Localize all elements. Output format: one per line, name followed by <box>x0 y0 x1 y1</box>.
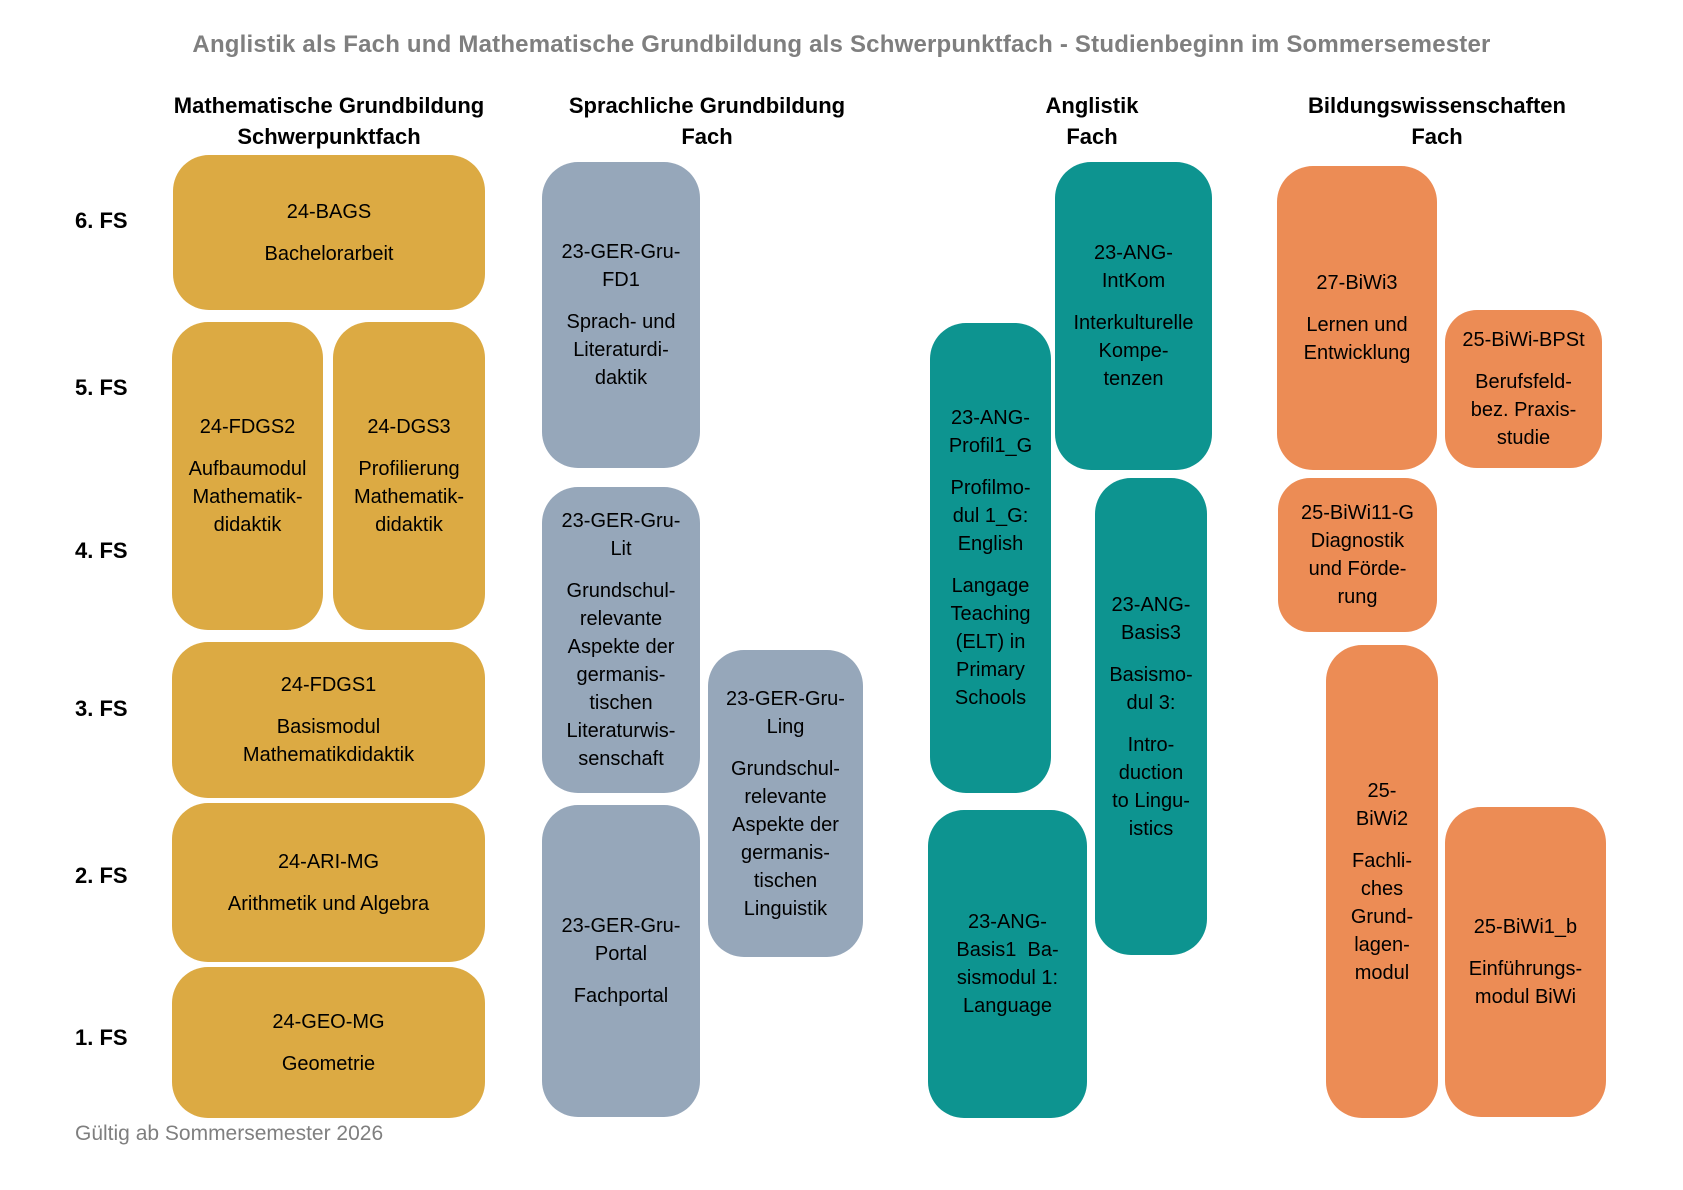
column-header-mathematische-grundbildung: Mathematische Grundbildung Schwerpunktfa… <box>173 93 485 149</box>
module-text: 23-ANG- Basis1 Ba- sismodul 1: Language <box>956 911 1059 1017</box>
module-code: 23-ANG- IntKom <box>1094 242 1173 292</box>
module-title: Berufsfeld- bez. Praxis- studie <box>1470 371 1577 449</box>
semester-label-6-fs: 6. FS <box>75 208 128 233</box>
module-title: Arithmetik und Algebra <box>227 892 430 915</box>
module-box-24-bags: 24-BAGS Bachelorarbeit <box>173 155 485 310</box>
module-code: 23-GER-Gru- Ling <box>726 687 845 738</box>
module-box-27-biwi3: 27-BiWi3 Lernen und Entwicklung <box>1277 166 1437 470</box>
module-code: 25-BiWi-BPSt <box>1462 329 1585 351</box>
module-title: Basismodul Mathematikdidaktik <box>242 716 415 766</box>
module-code: 24-FDGS1 <box>280 674 377 696</box>
semester-label-2-fs: 2. FS <box>75 863 128 888</box>
module-box-23-ger-gru-fd1: 23-GER-Gru- FD1 Sprach- und Literaturdi-… <box>542 162 700 468</box>
module-title: Interkulturelle Kompe- tenzen <box>1073 312 1194 390</box>
module-title2: Langage Teaching (ELT) in Primary School… <box>950 575 1031 709</box>
column-header-sprachliche-grundbildung: Sprachliche Grundbildung Fach <box>568 93 846 149</box>
module-box-23-ang-intkom: 23-ANG- IntKom Interkulturelle Kompe- te… <box>1055 162 1212 470</box>
module-box-25-biwi1-b: 25-BiWi1_b Einführungs- modul BiWi <box>1445 807 1606 1117</box>
module-code: 27-BiWi3 <box>1316 272 1398 294</box>
module-box-24-dgs3: 24-DGS3 Profilierung Mathematik- didakti… <box>333 322 485 630</box>
module-title: Basismo- dul 3: <box>1109 663 1193 714</box>
module-box-23-ger-gru-lit: 23-GER-Gru- Lit Grundschul- relevante As… <box>542 487 700 793</box>
module-box-23-ang-basis1: 23-ANG- Basis1 Ba- sismodul 1: Language <box>928 810 1087 1118</box>
semester-label-1-fs: 1. FS <box>75 1025 128 1050</box>
module-code: 24-GEO-MG <box>272 1010 385 1033</box>
module-box-25-biwi2: 25- BiWi2 Fachli- ches Grund- lagen- mod… <box>1326 645 1438 1118</box>
module-box-25-biwi-bpst: 25-BiWi-BPSt Berufsfeld- bez. Praxis- st… <box>1445 310 1602 468</box>
module-code: 24-FDGS2 <box>199 416 296 438</box>
module-code: 25- BiWi2 <box>1355 779 1409 830</box>
module-title: Lernen und Entwicklung <box>1303 314 1411 364</box>
module-code: 24-DGS3 <box>367 416 451 438</box>
module-text: 25-BiWi11-G Diagnostik und Förde- rung <box>1301 502 1414 608</box>
module-code: 23-GER-Gru- Lit <box>561 510 681 560</box>
module-title: Grundschul- relevante Aspekte der german… <box>731 757 840 920</box>
module-box-23-ang-profil1-g: 23-ANG- Profil1_G Profilmo- dul 1_G: Eng… <box>930 323 1051 793</box>
module-code: 24-ARI-MG <box>277 850 380 873</box>
module-code: 24-BAGS <box>286 200 372 223</box>
module-box-24-fdgs1: 24-FDGS1 Basismodul Mathematikdidaktik <box>172 642 485 798</box>
module-title: Geometrie <box>281 1052 376 1075</box>
module-code: 23-GER-Gru- Portal <box>561 915 681 965</box>
module-title: Profilierung Mathematik- didaktik <box>353 458 465 536</box>
column-header-anglistik: Anglistik Fach <box>1045 93 1139 149</box>
module-title: Fachportal <box>573 985 669 1007</box>
module-box-23-ang-basis3: 23-ANG- Basis3 Basismo- dul 3: Intro- du… <box>1095 478 1207 955</box>
module-title: Bachelorarbeit <box>264 242 394 265</box>
module-code: 23-ANG- Profil1_G <box>948 407 1033 457</box>
module-code: 23-GER-Gru- FD1 <box>561 241 681 291</box>
semester-label-4-fs: 4. FS <box>75 538 128 563</box>
module-box-23-ger-gru-portal: 23-GER-Gru- Portal Fachportal <box>542 805 700 1117</box>
module-title: Einführungs- modul BiWi <box>1468 958 1583 1008</box>
module-code: 23-ANG- Basis3 <box>1111 593 1191 644</box>
column-header-bildungswissenschaften: Bildungswissenschaften Fach <box>1308 93 1566 149</box>
module-title2: Intro- duction to Lingu- istics <box>1112 733 1190 840</box>
module-title: Sprach- und Literaturdi- daktik <box>566 311 676 389</box>
module-box-25-biwi11-g: 25-BiWi11-G Diagnostik und Förde- rung <box>1278 478 1437 632</box>
module-box-24-geo-mg: 24-GEO-MG Geometrie <box>172 967 485 1118</box>
module-title: Profilmo- dul 1_G: English <box>950 477 1031 555</box>
semester-label-3-fs: 3. FS <box>75 696 128 721</box>
module-title: Grundschul- relevante Aspekte der german… <box>566 580 676 770</box>
module-box-24-ari-mg: 24-ARI-MG Arithmetik und Algebra <box>172 803 485 962</box>
module-title: Fachli- ches Grund- lagen- modul <box>1350 849 1414 984</box>
page-title: Anglistik als Fach und Mathematische Gru… <box>192 31 1491 58</box>
module-title: Aufbaumodul Mathematik- didaktik <box>188 458 307 536</box>
module-code: 25-BiWi1_b <box>1473 916 1578 938</box>
semester-label-5-fs: 5. FS <box>75 375 128 400</box>
validity-note: Gültig ab Sommersemester 2026 <box>75 1122 384 1145</box>
module-box-24-fdgs2: 24-FDGS2 Aufbaumodul Mathematik- didakti… <box>172 322 323 630</box>
module-box-23-ger-gru-ling: 23-GER-Gru- Ling Grundschul- relevante A… <box>708 650 863 957</box>
